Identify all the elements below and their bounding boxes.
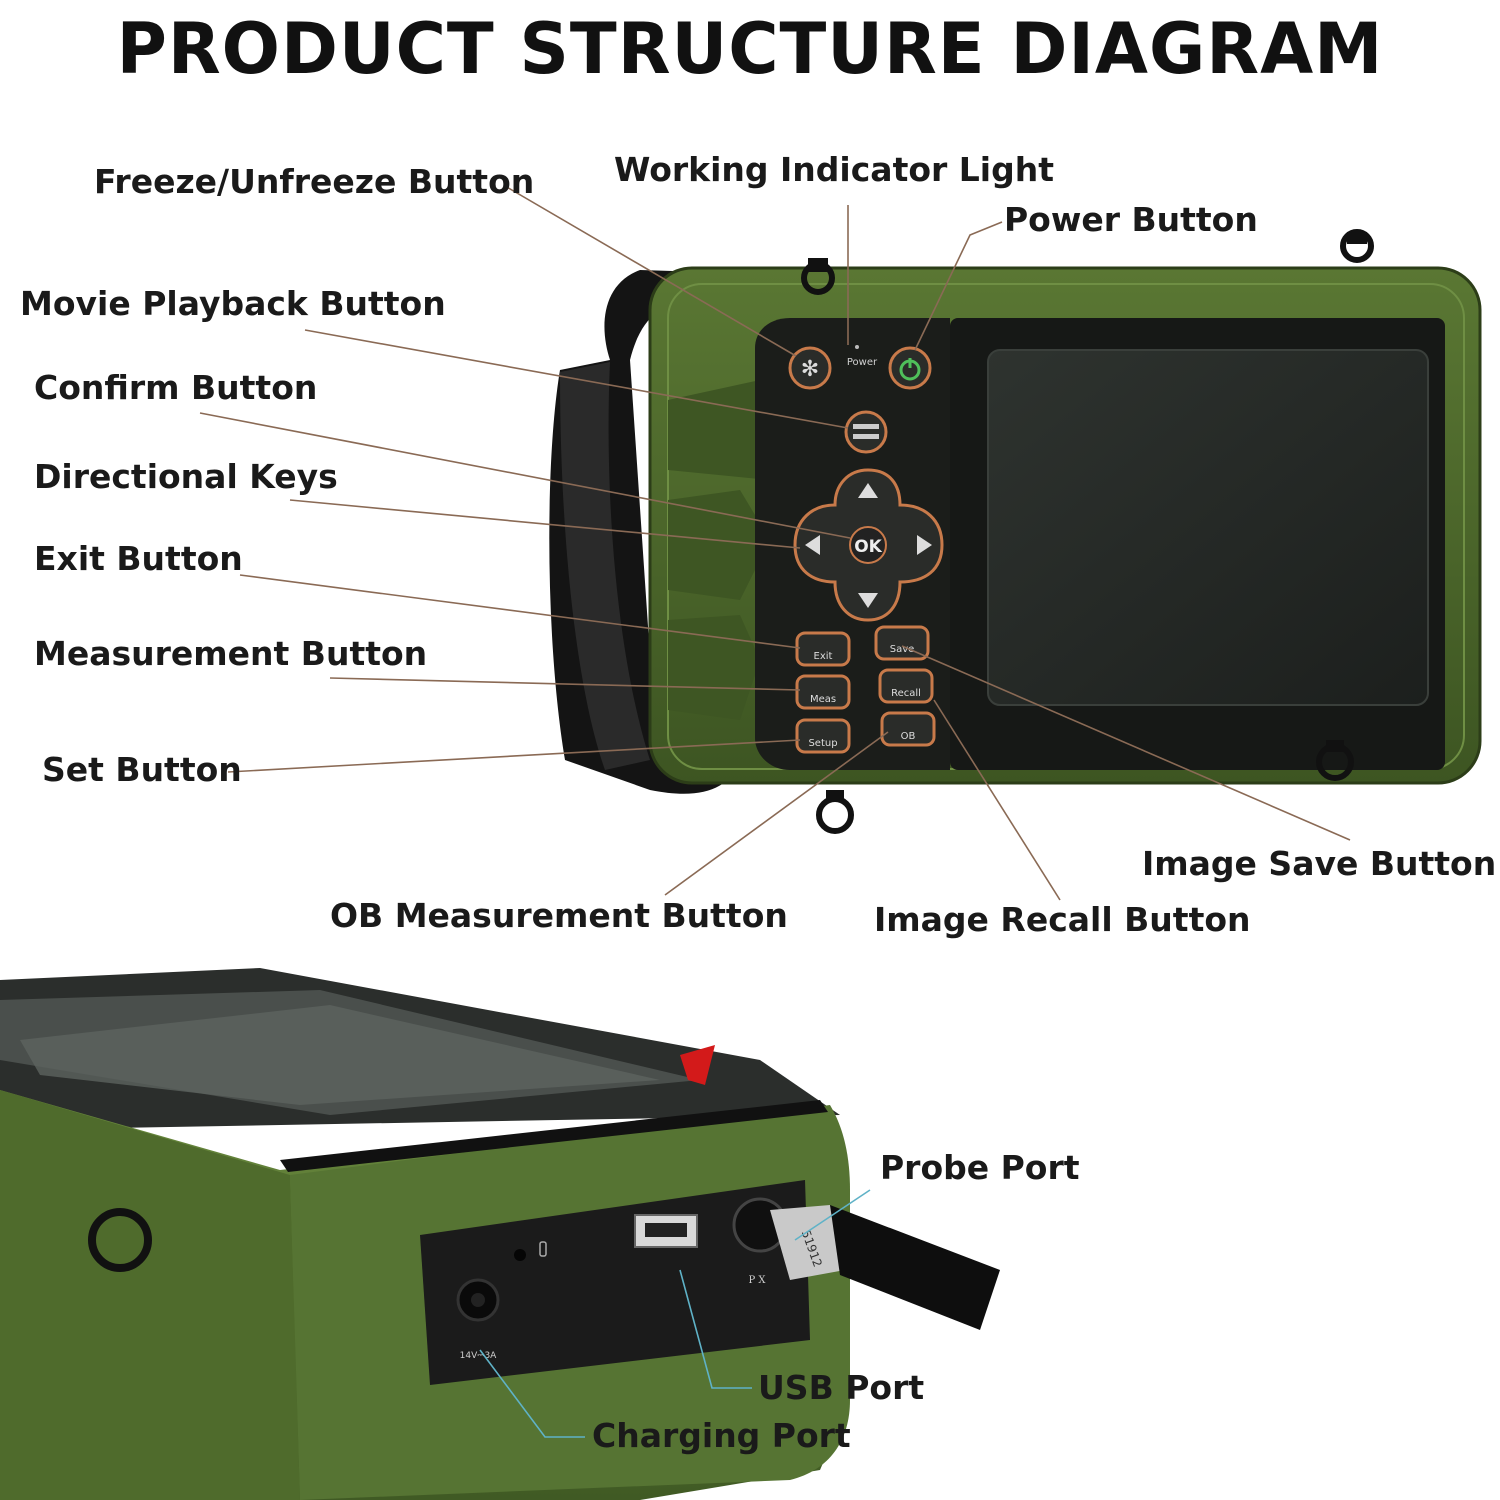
label-confirm-button: Confirm Button [34,368,318,407]
probe-small-text: P X [748,1275,766,1286]
label-set-button: Set Button [42,750,242,789]
handle-strap [549,270,740,794]
svg-text:✻: ✻ [801,357,819,382]
dpad-graphic [793,468,944,622]
setup-button-graphic [795,718,851,754]
leader-lines-top [199,185,1351,901]
label-usb-port: USB Port [758,1368,925,1407]
charging-spec-text: 14V⎓3A [460,1351,498,1361]
lanyard-ring-top-right [1340,229,1374,263]
device-side-view [0,968,1000,1500]
exit-key-text: Exit [814,651,833,662]
ob-key-text: OB [901,731,916,742]
label-ob-measurement: OB Measurement Button [330,896,788,935]
label-movie-playback: Movie Playback Button [20,284,446,323]
label-working-indicator: Working Indicator Light [614,150,1055,189]
meas-button-graphic [795,674,851,710]
label-measurement-button: Measurement Button [34,634,428,673]
label-image-save: Image Save Button [1142,844,1497,883]
label-directional-keys: Directional Keys [34,457,338,496]
label-probe-port: Probe Port [880,1148,1080,1187]
power-button-graphic [888,346,932,390]
freeze-button-graphic: ✻ [788,346,832,390]
screen-bezel [950,318,1445,770]
movie-button-graphic [844,410,888,454]
label-exit-button: Exit Button [34,539,243,578]
label-power-button: Power Button [1004,200,1258,239]
label-charging-port: Charging Port [592,1416,851,1455]
lanyard-ring-bottom-left [816,790,854,834]
ok-key-text: OK [854,537,882,557]
page-title: PRODUCT STRUCTURE DIAGRAM [116,8,1384,90]
label-image-recall: Image Recall Button [874,900,1251,939]
exit-button-graphic [795,631,851,667]
save-key-text: Save [890,644,915,655]
power-small-text: Power [847,357,878,368]
lanyard-ring-bottom-right [1316,740,1354,781]
recall-button-graphic [878,668,934,704]
setup-key-text: Setup [808,738,837,749]
recall-key-text: Recall [891,688,921,699]
lanyard-ring-top-left [801,258,835,295]
label-freeze-unfreeze: Freeze/Unfreeze Button [94,162,535,201]
red-tab [680,1045,715,1085]
working-indicator-light [855,345,859,349]
meas-key-text: Meas [810,694,836,705]
leader-lines-bottom [479,1189,871,1438]
ob-button-graphic [880,711,936,747]
